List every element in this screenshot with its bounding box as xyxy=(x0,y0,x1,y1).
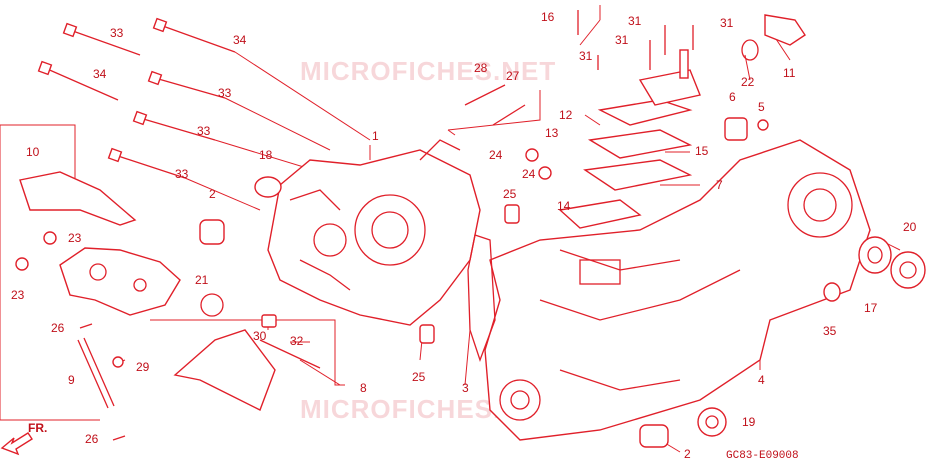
callout: 23 xyxy=(11,288,25,302)
bracket xyxy=(173,329,276,411)
callout-labels: 1 2 2 3 4 5 6 7 8 9 10 11 12 13 14 15 16… xyxy=(11,10,917,461)
callout: 14 xyxy=(557,199,571,213)
callout: 19 xyxy=(742,415,756,429)
bolt-5 xyxy=(757,119,769,131)
callout: 27 xyxy=(506,69,520,83)
callout: 33 xyxy=(197,124,211,138)
callout: 33 xyxy=(218,86,232,100)
callout: 11 xyxy=(783,66,796,80)
oil-pump xyxy=(59,247,181,316)
front-arrow: FR. xyxy=(0,421,47,456)
callout: 22 xyxy=(741,75,755,89)
callout: 21 xyxy=(195,273,209,287)
callout: 8 xyxy=(360,381,367,395)
callout: 20 xyxy=(903,220,917,234)
callout: 25 xyxy=(503,187,517,201)
nut-23a xyxy=(43,231,57,245)
callout: 32 xyxy=(290,334,304,348)
callout: 17 xyxy=(864,301,878,315)
o-ring xyxy=(741,39,759,61)
crankcase-gasket xyxy=(467,234,496,362)
callout: 34 xyxy=(93,67,107,81)
bearings xyxy=(199,176,926,448)
bolt-32 xyxy=(259,339,321,369)
callout: 6 xyxy=(729,90,736,104)
callout: 16 xyxy=(541,10,555,24)
watermark-top: MICROFICHES.NET xyxy=(300,56,556,86)
drawing-code: GC83-E09008 xyxy=(726,450,799,462)
callout: 2 xyxy=(684,447,691,461)
callout: 31 xyxy=(615,33,629,47)
small-bolts xyxy=(464,10,694,126)
callout: 35 xyxy=(823,324,837,338)
bolt-29 xyxy=(112,356,124,368)
callout: 30 xyxy=(253,329,267,343)
callout: 31 xyxy=(628,14,642,28)
callout: 29 xyxy=(136,360,150,374)
callout: 9 xyxy=(68,373,75,387)
clip-26b xyxy=(112,435,126,441)
callout: 26 xyxy=(85,432,99,446)
callout: 31 xyxy=(579,49,593,63)
nut-24b xyxy=(538,166,552,180)
callout: 13 xyxy=(545,126,559,140)
callout: 1 xyxy=(372,129,379,143)
callout: 34 xyxy=(233,33,247,47)
callout: 18 xyxy=(259,148,273,162)
callout: 5 xyxy=(758,100,765,114)
dowel-pin-lower xyxy=(419,324,435,344)
svg-text:FR.: FR. xyxy=(28,421,47,435)
callout: 24 xyxy=(489,148,503,162)
intake-insulator xyxy=(764,14,806,46)
dowel-pin-upper xyxy=(504,204,520,224)
callout: 4 xyxy=(758,373,765,387)
callout: 31 xyxy=(720,16,734,30)
nut-23b xyxy=(15,257,29,271)
reed-valve-assembly xyxy=(558,49,701,229)
oil-line xyxy=(77,337,115,409)
clip-26a xyxy=(79,323,93,329)
callout: 2 xyxy=(209,187,216,201)
callout: 23 xyxy=(68,231,82,245)
bolt-30 xyxy=(261,314,277,328)
left-crankcase-cover xyxy=(267,139,481,326)
callout: 7 xyxy=(716,178,723,192)
callout: 33 xyxy=(110,26,124,40)
callout: 15 xyxy=(695,144,709,158)
callout: 33 xyxy=(175,167,189,181)
bushing xyxy=(724,117,748,141)
right-crankcase xyxy=(484,139,871,441)
callout: 10 xyxy=(26,145,40,159)
callout: 24 xyxy=(522,167,536,181)
nut-24a xyxy=(525,148,539,162)
bolt-group-left xyxy=(37,17,236,179)
callout: 28 xyxy=(474,61,488,75)
callout: 12 xyxy=(559,108,573,122)
oil-pump-cover xyxy=(19,171,137,226)
callout: 25 xyxy=(412,370,426,384)
callout: 26 xyxy=(51,321,65,335)
callout: 3 xyxy=(462,381,469,395)
